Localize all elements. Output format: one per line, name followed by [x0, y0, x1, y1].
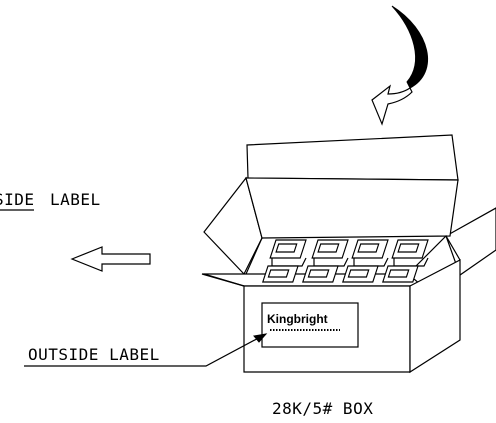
- box-caption: 28K/5# BOX: [272, 399, 373, 418]
- reel-row-back: [269, 239, 429, 267]
- box-label: Kingbright: [261, 302, 359, 348]
- brand-text: Kingbright: [267, 312, 328, 326]
- reel-row-front: [262, 265, 419, 283]
- inside-label-part: SIDE: [0, 190, 35, 209]
- direction-arrow-icon: [70, 246, 151, 272]
- outside-label-leader: [24, 333, 267, 367]
- inside-label-text: LABEL: [50, 190, 101, 209]
- outside-label-text: OUTSIDE LABEL: [28, 345, 160, 364]
- rotation-arrow-icon: [371, 5, 429, 126]
